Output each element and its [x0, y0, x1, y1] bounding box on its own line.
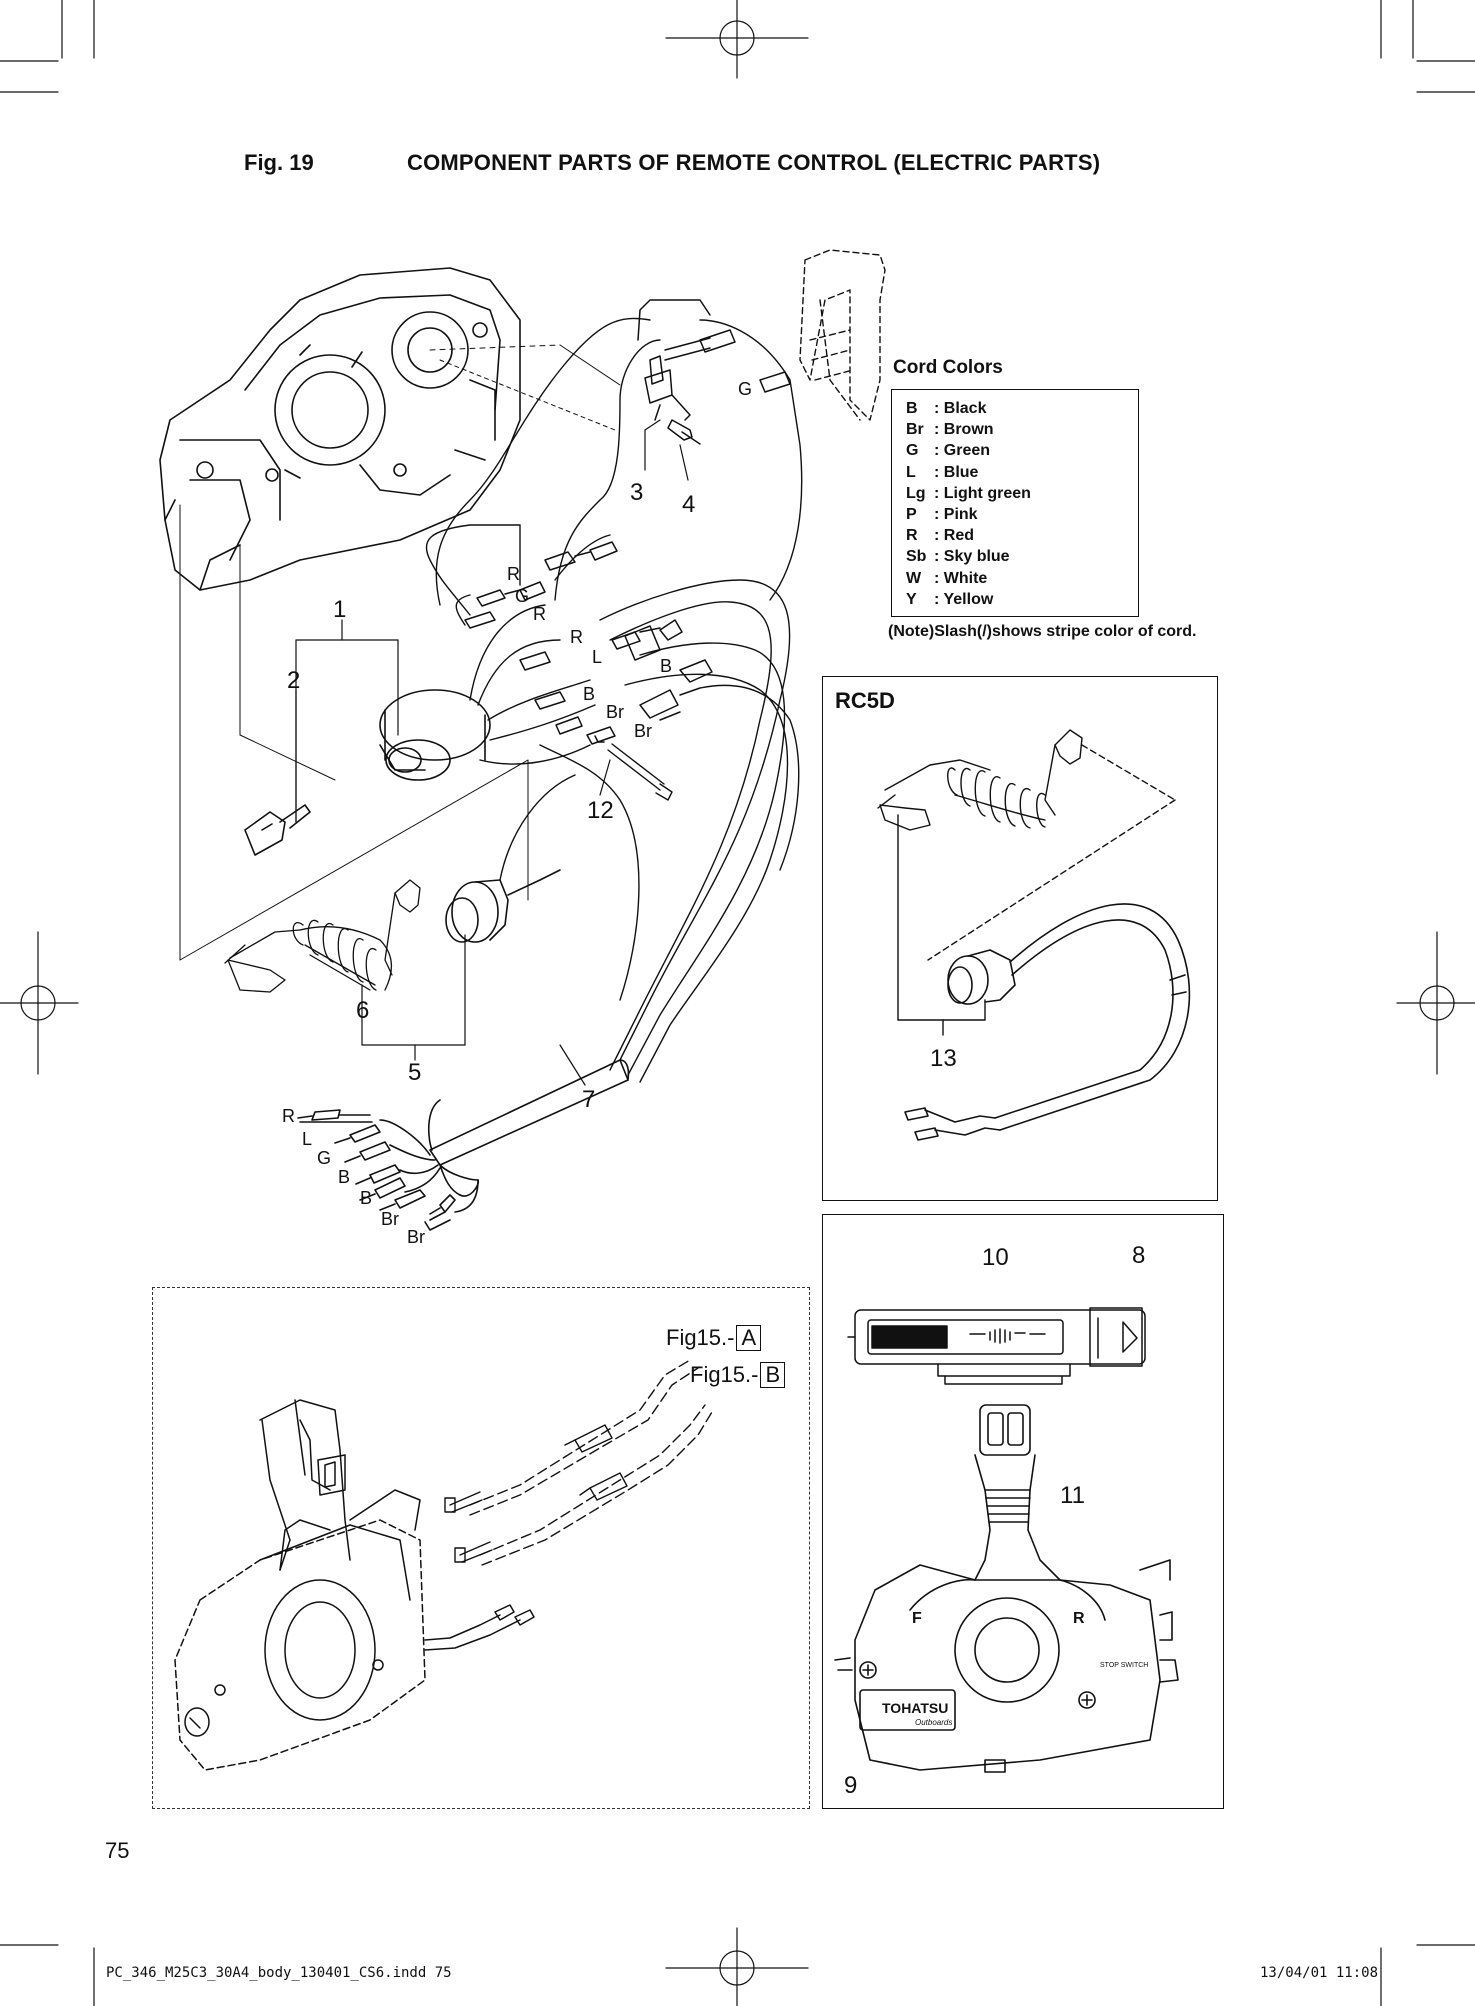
wire-label: Br	[381, 1209, 399, 1229]
key	[244, 804, 311, 856]
cord-color-item: Br: Brown	[906, 421, 994, 439]
wire-label: G	[515, 586, 529, 606]
cord-color-item: R: Red	[906, 527, 974, 545]
lanyard-coil	[224, 879, 421, 993]
remote-control-box-dashed	[152, 1287, 810, 1809]
cord-colors-title: Cord Colors	[893, 357, 1003, 378]
throttle-shift-cables	[444, 1359, 713, 1566]
wire-label: R	[282, 1106, 295, 1126]
cord-color-item: B: Black	[906, 400, 987, 417]
bullet-connectors	[464, 299, 791, 745]
fig15-ref-b: Fig15.-B	[690, 1362, 786, 1388]
wire-label: Br	[407, 1227, 425, 1247]
callout-11: 11	[1060, 1482, 1085, 1509]
remote-housing	[159, 267, 521, 591]
lever-handle-phantom	[799, 249, 886, 421]
remote-control-phantom	[174, 1399, 535, 1771]
registration-mark-left	[0, 931, 79, 1075]
cable-band	[607, 743, 673, 801]
wire-label: R	[533, 604, 546, 624]
footer-filename: PC_346_M25C3_30A4_body_130401_CS6.indd 7…	[106, 1965, 452, 1981]
wire-label: B	[660, 656, 672, 676]
stop-switch-label: STOP SWITCH	[1100, 1662, 1148, 1669]
stop-switch	[445, 869, 561, 943]
wire-label: B	[583, 684, 595, 704]
brand-logo-text: TOHATSU	[882, 1700, 948, 1716]
harness-sheath	[297, 1059, 630, 1231]
callout-7: 7	[582, 1086, 595, 1113]
registration-mark-top	[665, 0, 809, 79]
wire-label: R	[570, 627, 583, 647]
forward-mark: F	[912, 1610, 922, 1627]
wire-label: Br	[606, 702, 624, 722]
footer-date: 13/04/01 11:08	[1260, 1965, 1379, 1981]
switch-panel-top	[847, 1307, 1146, 1385]
figure-number: Fig. 19	[244, 150, 314, 175]
cord-colors-list: B: Black Br: Brown G: Green L: Blue Lg: …	[906, 398, 1031, 610]
cord-color-item: P: Pink	[906, 506, 978, 524]
cord-color-item: L: Blue	[906, 463, 979, 481]
registration-mark-bottom	[665, 1927, 809, 2006]
cord-color-item: Lg: Light green	[906, 484, 1031, 502]
callout-12: 12	[587, 797, 614, 824]
cord-color-item: G: Green	[906, 442, 991, 460]
phantom-lines	[179, 344, 621, 961]
wire-label: G	[738, 379, 752, 399]
cord-colors-legend: B: Black Br: Brown G: Green L: Blue Lg: …	[891, 389, 1139, 617]
wire-label: L	[592, 647, 602, 667]
cord-color-item: W: White	[906, 569, 988, 587]
callout-10: 10	[982, 1244, 1009, 1271]
cord-colors-note: (Note)Slash(/)shows stripe color of cord…	[888, 623, 1197, 640]
wire-label: G	[317, 1148, 331, 1168]
wire-label: B	[338, 1167, 350, 1187]
cord-color-item: Sb: Sky blue	[906, 548, 1010, 566]
callout-8: 8	[1132, 1242, 1145, 1269]
remote-control-lever	[834, 1404, 1179, 1773]
rc5d-stop-switch	[904, 903, 1191, 1141]
callout-9: 9	[844, 1772, 857, 1799]
wire-label: L	[302, 1129, 312, 1149]
callout-5: 5	[408, 1059, 421, 1086]
switch-panel-markings: F R TOHATSU Outboards STOP SWITCH	[882, 1610, 1148, 1727]
callout-13: 13	[930, 1045, 957, 1072]
switch-panel-box	[822, 1214, 1224, 1809]
callout-2: 2	[287, 667, 300, 694]
leader-lines	[295, 419, 689, 1086]
callout-6: 6	[356, 997, 369, 1024]
rc5d-lanyard	[877, 729, 1176, 1036]
callout-3: 3	[630, 479, 643, 506]
main-switch	[379, 689, 491, 781]
cord-color-item: Y: Yellow	[906, 590, 994, 608]
harness-wires	[425, 317, 803, 1083]
fig15-ref-a: Fig15.-A	[666, 1325, 762, 1351]
rc5d-panel	[822, 676, 1218, 1201]
callout-1: 1	[333, 596, 346, 623]
rc5d-label: RC5D	[835, 688, 895, 713]
page-number: 75	[105, 1838, 130, 1863]
brand-sub-text: Outboards	[915, 1718, 952, 1727]
wire-label: R	[507, 564, 520, 584]
callout-numbers: 1 2 3 4 5 6 7 8 9 10 11 12 13	[287, 479, 1145, 1799]
wire-label: B	[360, 1188, 372, 1208]
page-title: COMPONENT PARTS OF REMOTE CONTROL (ELECT…	[407, 150, 1101, 175]
callout-4: 4	[682, 491, 695, 518]
wire-label: Br	[634, 721, 652, 741]
wire-color-labels: G R G R R L B B Br Br R L G B B Br Br	[282, 379, 752, 1247]
registration-mark-right	[1396, 931, 1475, 1075]
reverse-mark: R	[1073, 1610, 1085, 1627]
